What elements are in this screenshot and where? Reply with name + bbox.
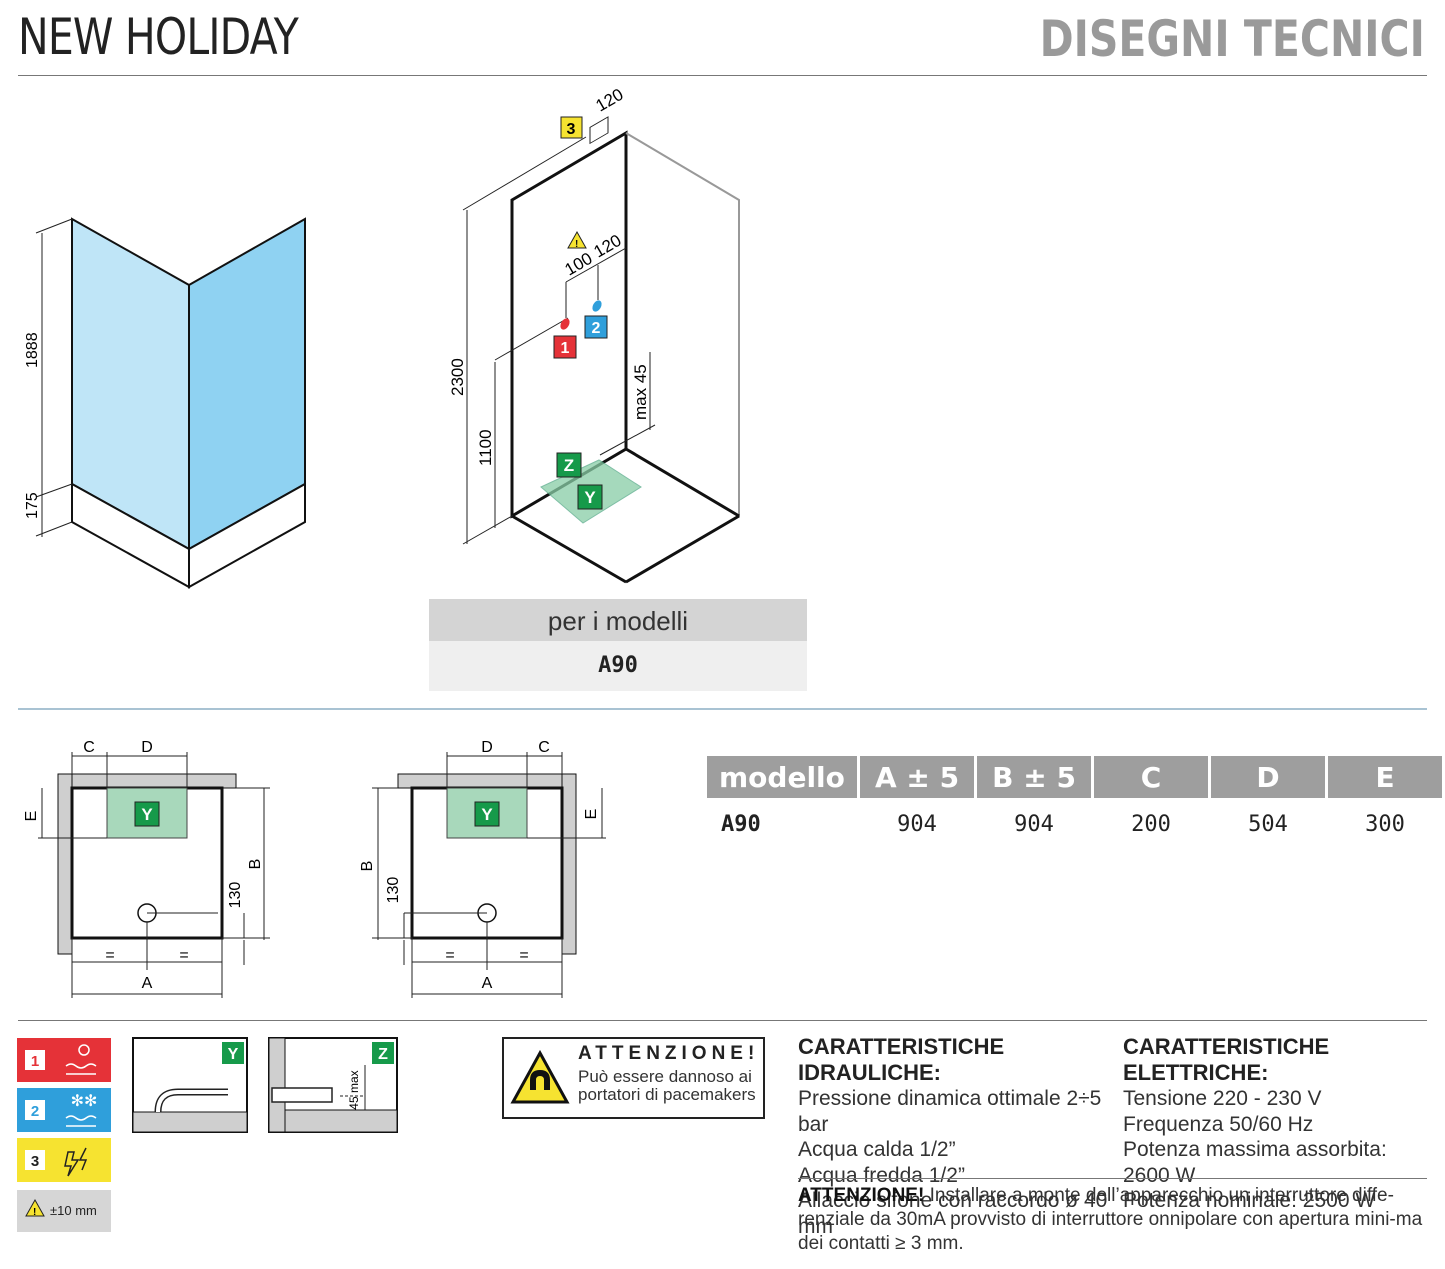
svg-text:E: E xyxy=(23,811,40,822)
tolerance-label: ±10 mm xyxy=(50,1203,97,1218)
models-value: A90 xyxy=(429,641,807,691)
svg-text:A: A xyxy=(482,975,493,992)
svg-text:A: A xyxy=(142,975,153,992)
note-divider xyxy=(798,1178,1427,1179)
legend-cold-water: 2 ✻✻ xyxy=(17,1088,111,1132)
svg-text:Z: Z xyxy=(564,456,574,475)
hydraulic-title: CARATTERISTICHE IDRAULICHE: xyxy=(798,1034,1005,1085)
dim-top-120: 120 xyxy=(593,85,627,116)
dim-1100: 1100 xyxy=(476,429,495,466)
col-modello: modello xyxy=(707,756,857,798)
svg-text:D: D xyxy=(141,739,153,756)
svg-text:3: 3 xyxy=(567,121,576,138)
iso-drawings: 1888 175 ! 2300 1100 120 100 120 max 45 xyxy=(24,85,740,589)
svg-text:2: 2 xyxy=(31,1103,39,1120)
marker-3: 3 xyxy=(560,116,583,139)
svg-text:=: = xyxy=(105,947,114,964)
marker-1: 1 xyxy=(553,335,577,359)
legend-icons: 1 2 ✻✻ 3 ! ±10 mm Y xyxy=(17,1037,398,1232)
marker-y: Y xyxy=(577,484,603,510)
svg-text:=: = xyxy=(445,947,454,964)
plan-right: D C E B 130 = = A Y xyxy=(359,739,606,998)
plan-drawings: C D E B 130 = = A Y D xyxy=(23,739,606,998)
dim-2300: 2300 xyxy=(448,358,467,396)
legend-tolerance: ! ±10 mm xyxy=(17,1190,111,1232)
svg-text:B: B xyxy=(359,861,376,872)
svg-text:Y: Y xyxy=(481,805,493,824)
plan-left: C D E B 130 = = A Y xyxy=(23,739,270,998)
svg-text:✻✻: ✻✻ xyxy=(71,1093,98,1110)
svg-text:Y: Y xyxy=(584,488,596,507)
svg-text:E: E xyxy=(583,809,600,820)
plan-right-marker-y: Y xyxy=(474,801,500,827)
section-divider xyxy=(18,708,1427,710)
spec-table: modello A ± 5 B ± 5 C D E A90 904 904 20… xyxy=(704,756,1445,850)
table-row: A90 904 904 200 504 300 xyxy=(721,811,1405,837)
svg-text:C: C xyxy=(538,739,550,756)
magnet-warning-icon xyxy=(510,1050,570,1104)
models-box: per i modelli A90 xyxy=(429,599,807,691)
svg-text:130: 130 xyxy=(385,877,402,904)
svg-text:=: = xyxy=(179,947,188,964)
section-title: DISEGNI TECNICI xyxy=(1039,10,1425,68)
dim-1888: 1888 xyxy=(24,332,41,368)
col-c: C xyxy=(1094,756,1208,798)
attention-title: ATTENZIONE! xyxy=(578,1043,760,1064)
svg-text:B: B xyxy=(247,859,264,870)
legend-drain-y: Y xyxy=(132,1037,248,1133)
product-title: NEW HOLIDAY xyxy=(18,8,299,66)
svg-text:3: 3 xyxy=(31,1153,39,1170)
glass-panels-drawing: 1888 175 xyxy=(24,217,306,589)
room-iso-drawing: ! 2300 1100 120 100 120 max 45 3 1 2 Z Y xyxy=(448,85,740,584)
models-label: per i modelli xyxy=(429,599,807,641)
warning-label: ATTENZIONE! xyxy=(798,1185,925,1206)
installation-warning: ATTENZIONE! Installare a monte dell’appa… xyxy=(798,1184,1428,1256)
hydraulic-characteristics: CARATTERISTICHE IDRAULICHE: Pressione di… xyxy=(798,1034,1113,1239)
svg-text:!: ! xyxy=(575,239,578,250)
svg-text:2: 2 xyxy=(592,320,601,337)
dim-175: 175 xyxy=(24,492,41,519)
electrical-title: CARATTERISTICHE ELETTRICHE: xyxy=(1123,1034,1330,1085)
pacemaker-warning-box xyxy=(502,1037,765,1119)
svg-text:Z: Z xyxy=(378,1046,388,1063)
legend-divider xyxy=(18,1020,1427,1021)
svg-text:Y: Y xyxy=(228,1046,239,1063)
svg-text:C: C xyxy=(83,739,95,756)
svg-text:45 max: 45 max xyxy=(347,1070,361,1109)
legend-drain-z: 45 max Z xyxy=(268,1037,398,1133)
svg-text:1: 1 xyxy=(561,340,570,357)
svg-text:1: 1 xyxy=(31,1053,39,1070)
marker-2: 2 xyxy=(584,315,608,339)
col-e: E xyxy=(1328,756,1442,798)
header-divider xyxy=(18,75,1427,76)
legend-hot-water: 1 xyxy=(17,1038,111,1082)
svg-text:130: 130 xyxy=(227,882,244,909)
col-d: D xyxy=(1211,756,1326,798)
marker-z: Z xyxy=(556,452,582,478)
svg-text:!: ! xyxy=(33,1207,36,1218)
legend-power: 3 xyxy=(17,1138,111,1182)
warning-text: Installare a monte dell’apparecchio un i… xyxy=(798,1185,1423,1254)
svg-text:Y: Y xyxy=(141,805,153,824)
plan-left-marker-y: Y xyxy=(134,801,160,827)
col-b: B ± 5 xyxy=(977,756,1092,798)
electrical-characteristics: CARATTERISTICHE ELETTRICHE: Tensione 220… xyxy=(1123,1034,1433,1214)
dim-max45: max 45 xyxy=(631,364,650,420)
col-a: A ± 5 xyxy=(859,756,975,798)
spec-table-header: modello A ± 5 B ± 5 C D E xyxy=(707,756,1442,798)
attention-text: Può essere dannoso ai portatori di pacem… xyxy=(578,1067,756,1104)
svg-text:D: D xyxy=(481,739,493,756)
svg-text:=: = xyxy=(519,947,528,964)
